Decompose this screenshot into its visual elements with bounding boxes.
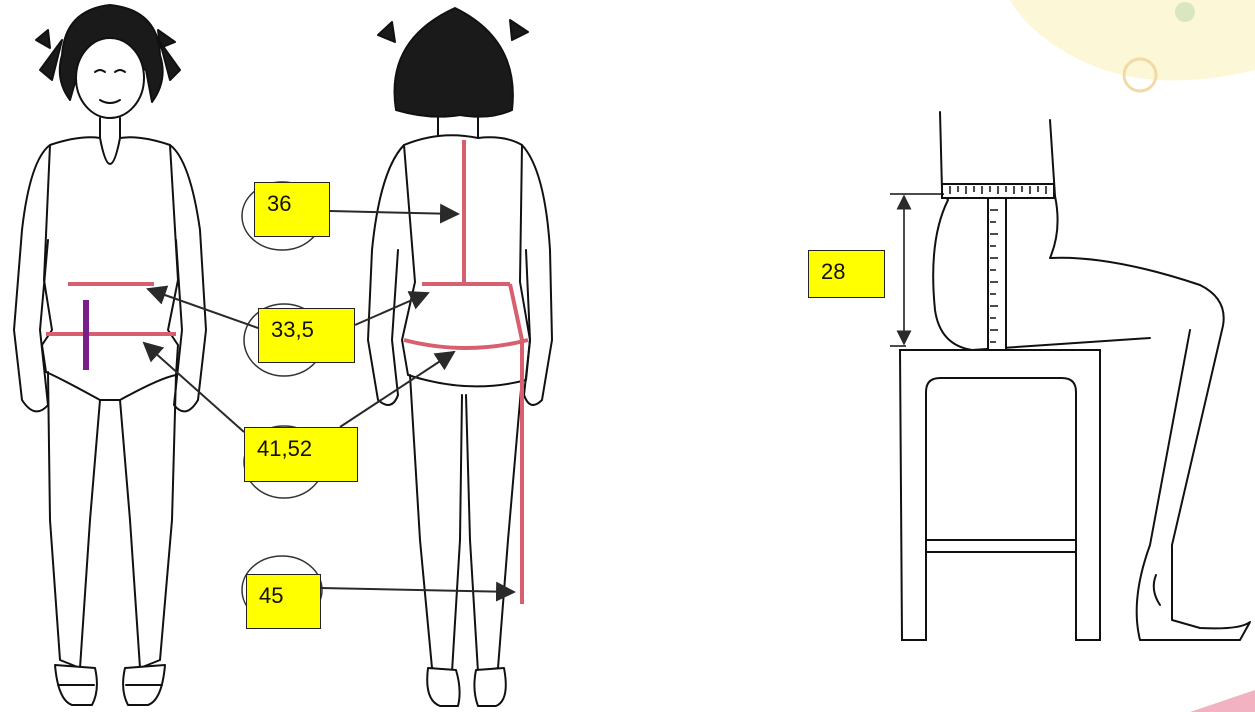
hair-bow-back-left (378, 22, 395, 42)
arm-front-left (14, 145, 50, 411)
seat-height-dimension (890, 194, 944, 346)
label-back-length: 36 (254, 182, 330, 237)
shoes-back (427, 668, 506, 706)
torso-front (42, 137, 178, 400)
decorative-corner-top-right (1010, 0, 1255, 91)
hair-bow-left (36, 30, 62, 80)
label-hips: 41,52 (244, 427, 358, 482)
tape-measure (942, 184, 1054, 350)
girl-front-figure (14, 5, 206, 705)
label-skirt-length: 45 (246, 574, 321, 629)
label-circles (242, 182, 324, 624)
arm-back-right (522, 145, 552, 405)
arrow-45 (321, 588, 514, 592)
torso-seated (933, 112, 1150, 350)
arrow-4152-front (144, 343, 244, 432)
arm-back-left (368, 145, 404, 405)
neck-front (100, 118, 120, 138)
hair-bow-back-right (510, 20, 528, 40)
arrow-4152-back (340, 352, 454, 427)
legs-back (410, 375, 522, 672)
label-seat-height: 28 (808, 250, 885, 298)
legs-front (48, 372, 176, 668)
chair (900, 350, 1100, 640)
girl-back-figure (368, 8, 552, 706)
decorative-corner-bottom-right (1190, 690, 1255, 712)
label-waist: 33,5 (258, 308, 355, 363)
hair-back (395, 8, 513, 117)
face-front (76, 38, 144, 118)
